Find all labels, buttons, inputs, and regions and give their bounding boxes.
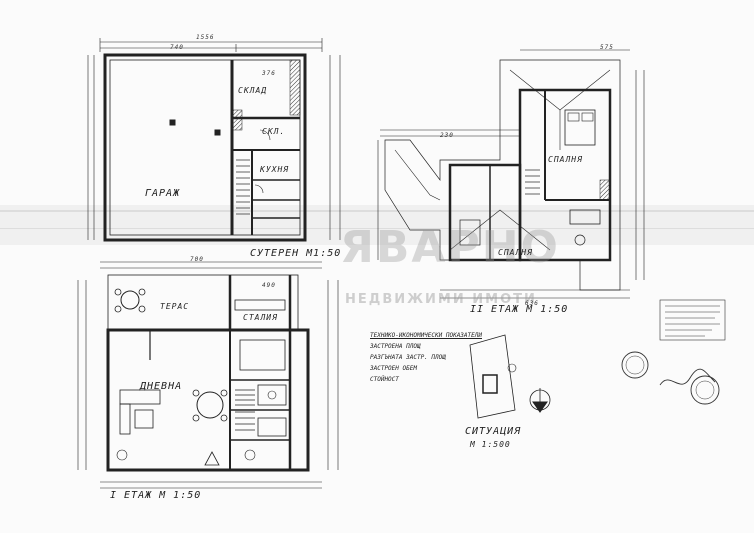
basement-title: СУТЕРЕН М1:50 [250, 248, 342, 259]
dimension-basement-width: 1556 [196, 34, 215, 41]
room-label-living: ДНЕВНА [140, 381, 183, 392]
room-label-kitchenette: КУХНЯ [260, 165, 290, 174]
room-label-storage: СКЛАД [238, 86, 268, 95]
approval-stamp [621, 299, 726, 405]
room-label-pantry: СКЛ. [262, 127, 286, 136]
watermark-brand: ЯВАРНО [340, 222, 560, 273]
room-label-bedroom-2: СПАЛНЯ [498, 248, 533, 257]
watermark-tagline: НЕДВИЖИМИ ИМОТИ [345, 292, 537, 307]
room-label-bedroom: СПАЛНЯ [548, 155, 583, 164]
dimension-basement-inner: 740 [170, 44, 184, 51]
tech-line-3: ЗАСТРОЕН ОБЕМ [370, 365, 417, 372]
room-label-dining: СТАЛИЯ [243, 313, 278, 322]
second-floor-plan [377, 49, 645, 299]
tech-line-2: РАЗГЪНАТА ЗАСТР. ПЛОЩ [370, 354, 446, 361]
dimension-floor1-width: 700 [190, 256, 204, 263]
tech-line-4: СТОЙНОСТ [370, 376, 399, 383]
first-floor-title: I ЕТАЖ М 1:50 [110, 490, 202, 501]
dimension-floor2-width: 636 [525, 300, 539, 307]
room-label-terrace: ТЕРАС [160, 302, 190, 311]
first-floor-plan [77, 261, 339, 489]
site-plan [469, 334, 551, 419]
dimension-d4: 575 [600, 44, 614, 51]
technical-indicators: ТЕХНИКО-ИКОНОМИЧЕСКИ ПОКАЗАТЕЛИ ЗАСТРОЕН… [370, 330, 482, 385]
dimension-d2: 490 [262, 282, 276, 289]
second-floor-title: II ЕТАЖ М 1:50 [470, 304, 569, 315]
tech-heading: ТЕХНИКО-ИКОНОМИЧЕСКИ ПОКАЗАТЕЛИ [370, 332, 482, 339]
site-plan-scale: М 1:500 [470, 440, 511, 449]
site-plan-title: СИТУАЦИЯ [465, 426, 522, 437]
dimension-d1: 376 [262, 70, 276, 77]
dimension-d3: 230 [440, 132, 454, 139]
room-label-garage: ГАРАЖ [145, 188, 181, 199]
tech-line-1: ЗАСТРОЕНА ПЛОЩ [370, 343, 421, 350]
basement-plan [87, 38, 341, 242]
